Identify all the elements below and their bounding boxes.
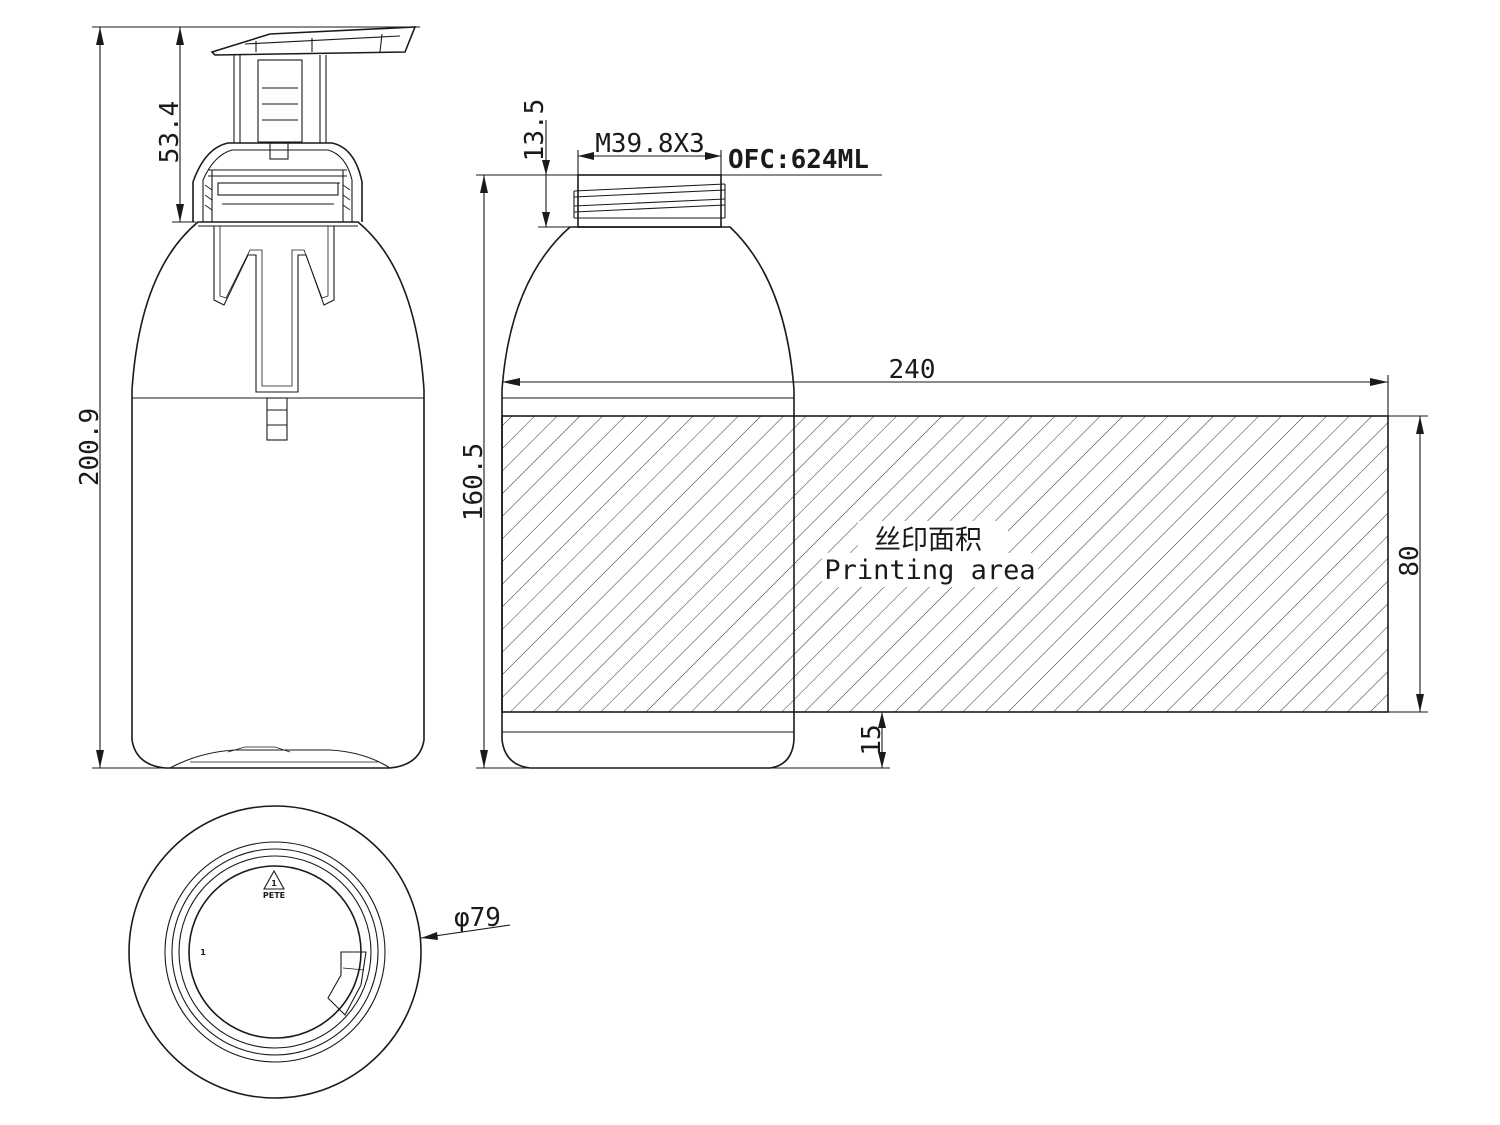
printing-area: 丝印面积 Printing area bbox=[501, 415, 1389, 713]
mold-number: 1 bbox=[200, 948, 206, 957]
recycle-code: PETE bbox=[263, 891, 285, 900]
capacity-label: OFC:624ML bbox=[728, 145, 869, 175]
bottom-gate-mark bbox=[327, 951, 367, 1016]
pump-actuator bbox=[210, 26, 417, 56]
dim-total-height: 200.9 bbox=[75, 408, 105, 486]
svg-text:1: 1 bbox=[271, 879, 277, 888]
side-dimensions: 13.5 M39.8X3 OFC:624ML 160.5 240 80 bbox=[459, 99, 1428, 769]
recycle-icon: 1 bbox=[263, 869, 285, 890]
dim-pump-height: 53.4 bbox=[155, 101, 185, 164]
printing-area-label-en: Printing area bbox=[824, 555, 1035, 586]
front-view bbox=[131, 26, 425, 769]
dim-neck-thread: M39.8X3 bbox=[595, 129, 705, 159]
dip-tube bbox=[213, 226, 335, 441]
bottom-view: 1 PETE 1 φ79 bbox=[128, 805, 511, 1099]
printing-area-label-cn: 丝印面积 bbox=[874, 525, 982, 556]
dim-bottle-height: 160.5 bbox=[459, 443, 489, 521]
bottle-base bbox=[169, 749, 391, 769]
front-dimensions: 200.9 53.4 bbox=[75, 26, 420, 769]
pump-stem bbox=[233, 55, 327, 160]
pump-collar bbox=[192, 142, 363, 222]
bottle-body-outline bbox=[131, 221, 425, 769]
dim-neck-height: 13.5 bbox=[520, 99, 550, 162]
neck-finish bbox=[573, 174, 726, 228]
dim-diameter: φ79 bbox=[454, 903, 501, 933]
dim-label-height: 80 bbox=[1395, 545, 1425, 576]
dim-label-width: 240 bbox=[889, 355, 936, 385]
dim-bottom-offset: 15 bbox=[857, 724, 887, 755]
